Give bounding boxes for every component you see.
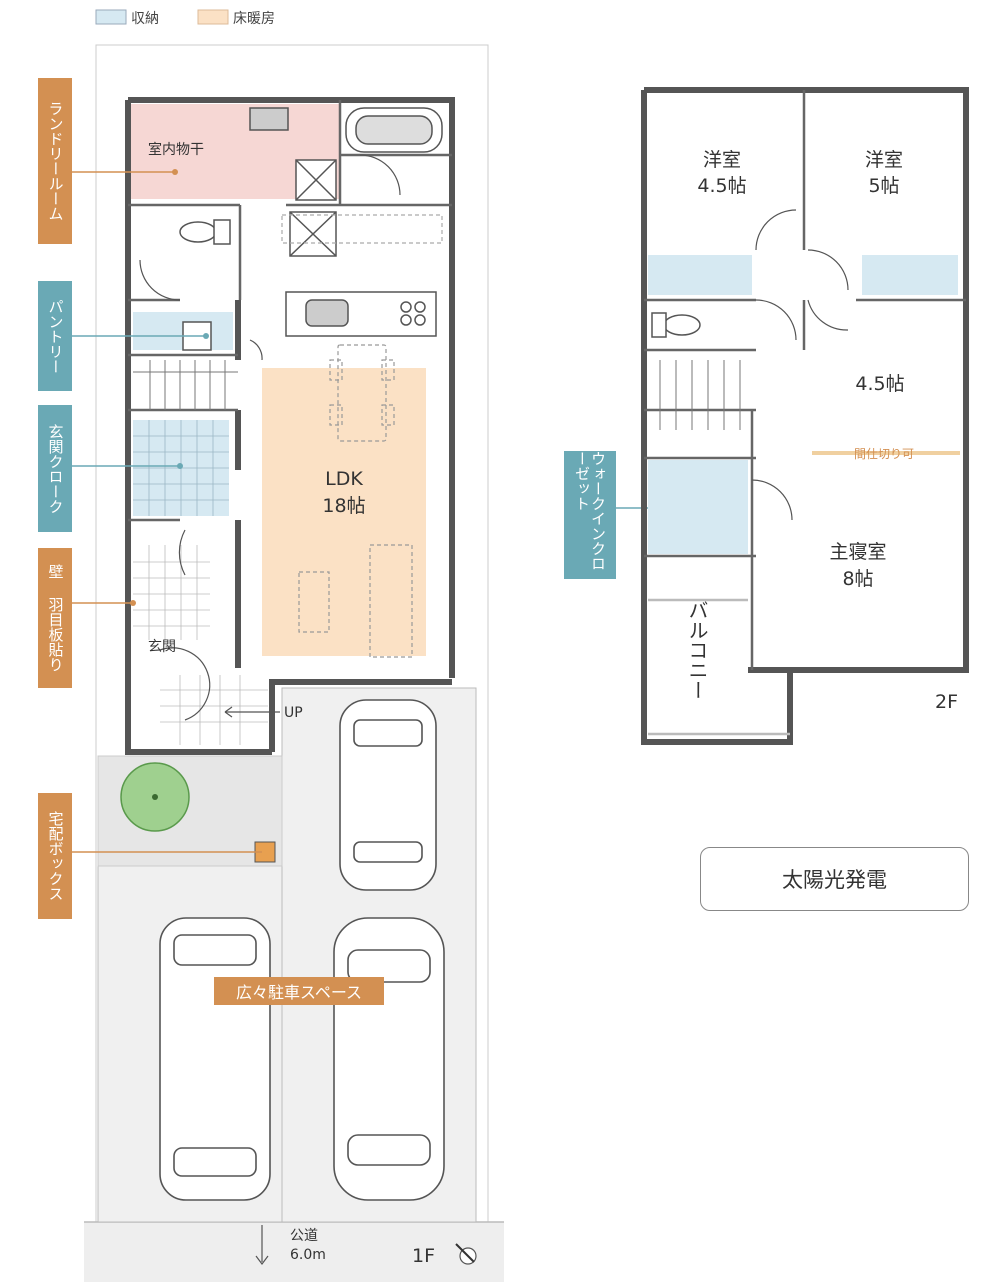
western2-name-label: 洋室 xyxy=(865,149,903,171)
callout-parking: 広々駐車スペース xyxy=(214,977,384,1005)
callout-entrance-cloak: 玄関クローク xyxy=(38,405,72,532)
floor1-doors xyxy=(139,154,401,721)
floor2-inner-walls xyxy=(644,90,966,736)
solar-power-box: 太陽光発電 xyxy=(700,847,969,911)
car-bottom-left xyxy=(159,917,271,1201)
callout-walk-in-closet: ウォークインクローゼット xyxy=(564,451,616,579)
step-up-label: UP xyxy=(284,705,303,721)
entrance-cloak-tiles xyxy=(133,420,229,516)
room3-size-label: 4.5帖 xyxy=(855,373,904,395)
floor1-inner-walls xyxy=(128,100,452,522)
ldk-name-label: LDK xyxy=(325,468,363,490)
legend-storage-swatch xyxy=(95,9,127,25)
partition-note-label: 間仕切り可 xyxy=(854,447,914,461)
entrance-label: 玄関 xyxy=(148,638,176,655)
callout-wall-cedar: 壁 羽目板貼り xyxy=(38,548,72,688)
master-name-label: 主寝室 xyxy=(829,541,886,563)
floor1-label: 1F xyxy=(412,1245,436,1267)
road-label: 公道 xyxy=(290,1228,318,1244)
legend-heated-label: 床暖房 xyxy=(233,11,275,27)
western2-size-label: 5帖 xyxy=(868,175,899,197)
floor1-stairs xyxy=(133,360,238,410)
floor2-stairs xyxy=(659,360,741,430)
callout-pantry: パントリー xyxy=(38,281,72,391)
entrance-tiles xyxy=(133,545,268,745)
ldk-heated-area xyxy=(262,368,426,656)
floor2-label: 2F xyxy=(935,691,959,713)
legend-storage-label: 収納 xyxy=(131,11,159,27)
western1-name-label: 洋室 xyxy=(703,149,741,171)
callout-lines-orange xyxy=(72,171,262,853)
western1-size-label: 4.5帖 xyxy=(697,175,746,197)
callout-delivery-box: 宅配ボックス xyxy=(38,793,72,919)
laundry-inner-label: 室内物干 xyxy=(148,141,204,158)
closet-western1 xyxy=(648,255,752,295)
ldk-size-label: 18帖 xyxy=(322,495,365,517)
legend-heated-swatch xyxy=(197,9,229,25)
floor1-walls xyxy=(125,97,455,755)
closet-western2 xyxy=(862,255,958,295)
balcony-label: バルコニー xyxy=(685,600,709,700)
car-top-right xyxy=(339,699,437,891)
car-bottom-right xyxy=(333,917,445,1201)
master-size-label: 8帖 xyxy=(842,568,873,590)
floor1-furniture xyxy=(281,214,443,658)
floor1-fixtures xyxy=(179,107,443,351)
floor2-doors xyxy=(751,209,849,521)
walk-in-closet-area xyxy=(648,460,748,554)
callout-laundry-room: ランドリールーム xyxy=(38,78,72,244)
compass-icon xyxy=(455,1243,477,1265)
road-width-label: 6.0m xyxy=(290,1247,326,1263)
floor2-toilet xyxy=(651,312,701,338)
